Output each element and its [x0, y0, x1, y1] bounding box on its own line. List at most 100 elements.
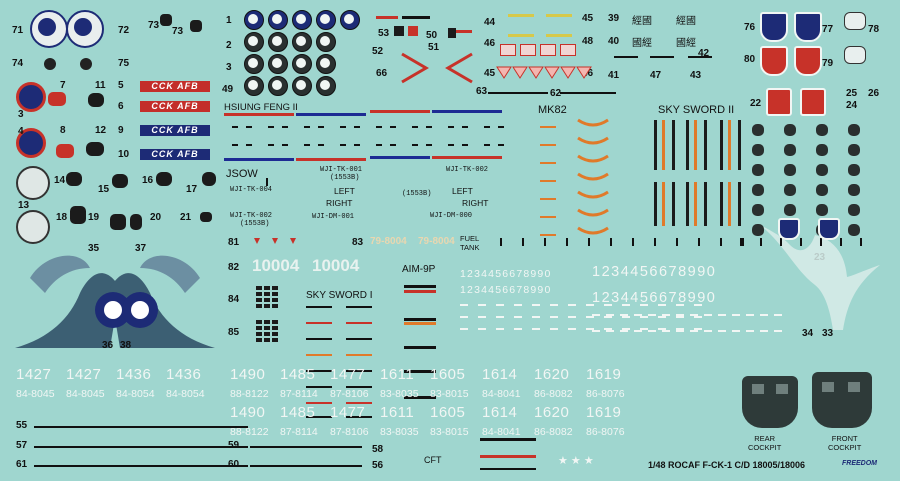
- tiger-icon: [200, 212, 212, 222]
- jsow-label: JSOW: [226, 168, 258, 180]
- unit-badge-icon: [30, 10, 68, 48]
- left-label: LEFT: [452, 186, 473, 196]
- decal-number: 63: [476, 86, 488, 97]
- decal-number: 1: [226, 15, 232, 26]
- mascot-icon: [752, 184, 764, 196]
- serial-subnumber: 87-8106: [330, 426, 369, 438]
- roundel-sun-icon: [320, 80, 330, 90]
- decal-number: 42: [698, 48, 710, 59]
- white-dash: [662, 314, 670, 316]
- stripe-black: [480, 438, 536, 441]
- chevron-marking-icon: [401, 52, 429, 84]
- cck-afb-stripe: CCK AFB: [140, 101, 210, 112]
- tick-mark: [720, 238, 722, 246]
- roundel-sun-icon: [272, 36, 282, 46]
- cft-label: CFT: [424, 455, 442, 465]
- stripe-yellow: [508, 14, 534, 17]
- cck-afb-stripe: CCK AFB: [140, 81, 210, 92]
- bomb-band-icon: [577, 190, 609, 199]
- decal-number: 56: [372, 460, 384, 471]
- white-dash: [514, 316, 522, 318]
- white-dash: [648, 330, 656, 332]
- decal-number: 34: [802, 328, 814, 339]
- white-dash: [676, 314, 684, 316]
- stencil-dash: [246, 126, 252, 128]
- decal-number: 60: [228, 459, 240, 470]
- missile-stripe: [306, 416, 332, 418]
- squadron-shield-icon: [800, 88, 826, 116]
- stencil-dash: [282, 126, 288, 128]
- missile-band: [662, 120, 665, 170]
- warning-triangle-icon: [512, 66, 528, 79]
- mascot-icon: [752, 204, 764, 216]
- missile-stripe: [404, 290, 436, 293]
- stripe-black: [560, 92, 616, 94]
- brand-logo: FREEDOM: [842, 460, 877, 467]
- missile-stripe: [346, 402, 372, 404]
- eagle-tail-art-icon: [15, 255, 215, 348]
- tick-mark: [840, 238, 842, 246]
- missile-stripe: [346, 306, 372, 308]
- grid-cell: [264, 320, 270, 324]
- missile-band: [654, 182, 657, 226]
- mfd-icon: [776, 384, 788, 394]
- decal-number: 37: [135, 243, 147, 254]
- stencil-dash: [340, 144, 346, 146]
- front-cockpit-panel: [812, 372, 872, 428]
- grid-cell: [256, 320, 262, 324]
- stripe-blue: [370, 156, 430, 159]
- white-dash: [586, 304, 594, 306]
- front-cockpit-label: FRONT COCKPIT: [828, 434, 862, 452]
- stencil-dash: [340, 126, 346, 128]
- missile-band: [704, 182, 707, 226]
- tick-mark: [742, 238, 744, 246]
- white-dash: [746, 314, 754, 316]
- stripe-black: [34, 446, 248, 448]
- serial-number: 1605: [430, 404, 466, 421]
- serial-number: 1436: [166, 366, 202, 383]
- tick-mark: [698, 238, 700, 246]
- roundel-sun-icon: [248, 80, 258, 90]
- white-dash: [694, 304, 702, 306]
- missile-stripe: [346, 386, 372, 388]
- decal-number: 71: [12, 25, 24, 36]
- missile-stripe: [404, 322, 436, 325]
- number-strip: 1234456678990: [592, 264, 717, 280]
- missile-stripe: [404, 396, 436, 399]
- missile-band: [738, 182, 741, 226]
- decal-number: 17: [186, 184, 198, 195]
- tick-mark: [780, 238, 782, 246]
- stripe-blue: [432, 110, 502, 113]
- stripe-black: [488, 92, 548, 94]
- white-dash: [550, 328, 558, 330]
- white-dash: [620, 314, 628, 316]
- decal-number: 82: [228, 262, 240, 273]
- decal-number: 51: [428, 42, 440, 53]
- white-dash: [622, 328, 630, 330]
- grid-cell: [256, 292, 262, 296]
- serial-subnumber: 88-8122: [230, 388, 269, 400]
- roundel-sun-icon: [272, 14, 282, 24]
- chinese-placard: [520, 44, 536, 56]
- tick: [266, 178, 268, 186]
- mfd-icon: [848, 382, 860, 392]
- missile-band: [728, 120, 731, 170]
- mascot-icon: [816, 164, 828, 176]
- right-label: RIGHT: [462, 198, 489, 208]
- white-dash: [640, 304, 648, 306]
- decal-number: 7: [60, 80, 66, 91]
- bomb-band-icon: [577, 172, 609, 181]
- decal-number: 83: [352, 237, 364, 248]
- mascot-icon: [752, 124, 764, 136]
- grid-cell: [272, 320, 278, 324]
- mascot-icon: [848, 184, 860, 196]
- tick-mark: [676, 238, 678, 246]
- decal-number: 18: [56, 212, 68, 223]
- white-dash: [550, 304, 558, 306]
- chinese-stencil: 經國: [632, 16, 652, 27]
- white-dash: [732, 314, 740, 316]
- roundel-sun-icon: [248, 58, 258, 68]
- insignia-icon: [44, 58, 56, 70]
- shield-icon: [818, 218, 840, 240]
- decal-number: 16: [142, 175, 154, 186]
